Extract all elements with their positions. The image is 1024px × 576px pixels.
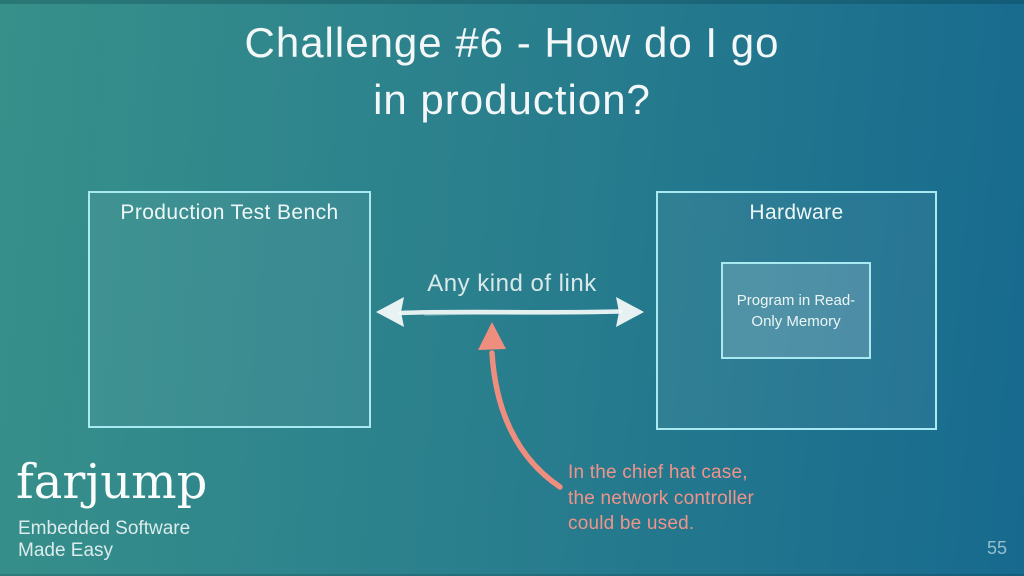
slide-title: Challenge #6 - How do I go in production… [0, 14, 1024, 128]
rom-label: Program in Read-Only Memory [736, 291, 856, 330]
logo-tagline-line2: Made Easy [18, 539, 114, 561]
farjump-logo: farjump [16, 454, 208, 510]
production-test-bench-label: Production Test Bench [120, 201, 339, 224]
production-test-bench-box: Production Test Bench [88, 191, 371, 428]
slide-top-edge [0, 0, 1024, 4]
slide-title-line1: Challenge #6 - How do I go [244, 19, 780, 66]
annotation-arrow-icon [478, 322, 563, 490]
rom-box: Program in Read-Only Memory [721, 262, 871, 359]
logo-tagline-line1: Embedded Software [18, 518, 191, 539]
annotation-text: In the chief hat case, the network contr… [568, 462, 755, 534]
slide-bottom-edge [0, 574, 1024, 576]
double-arrow-icon [376, 297, 644, 327]
logo-tagline: Embedded Software Made Easy [18, 518, 190, 561]
hardware-box: Hardware Program in Read-Only Memory [656, 191, 937, 430]
hardware-label: Hardware [749, 201, 844, 224]
page-number: 55 [986, 538, 1007, 558]
slide-title-line2: in production? [373, 76, 651, 123]
link-label: Any kind of link [427, 270, 597, 297]
